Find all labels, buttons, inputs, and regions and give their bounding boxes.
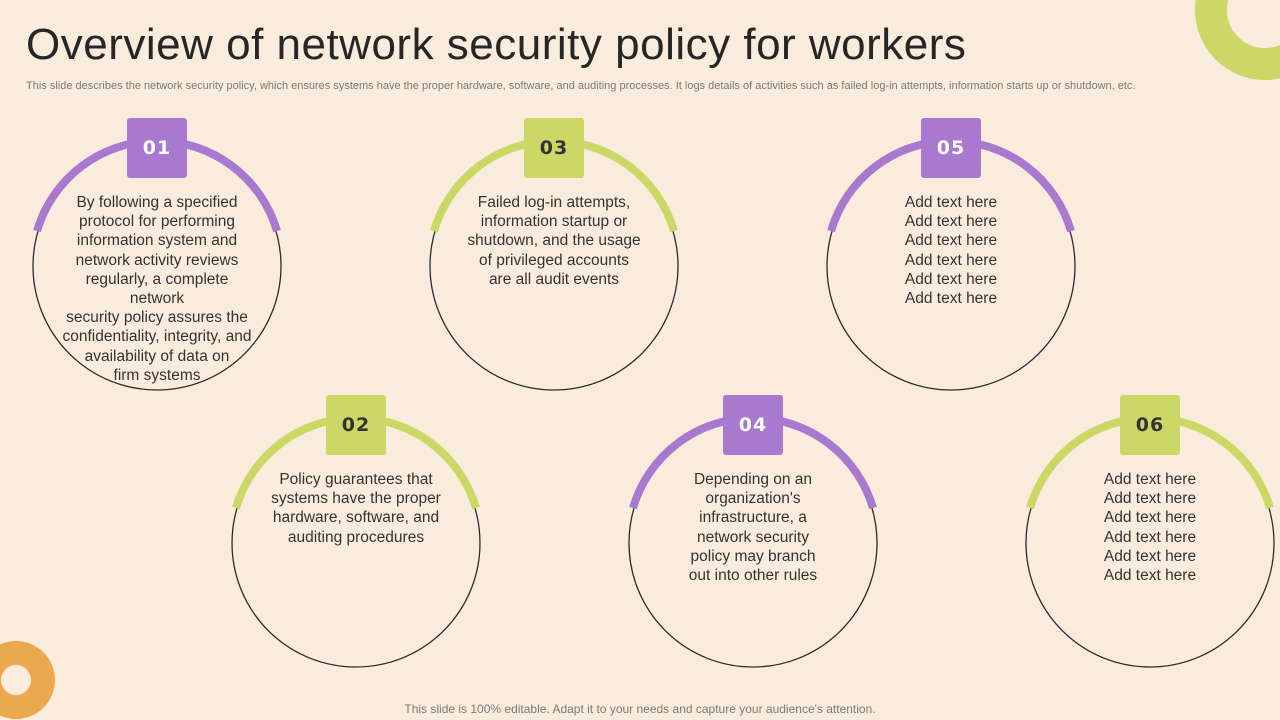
page-title: Overview of network security policy for … — [26, 20, 967, 69]
badge-03: 03 — [524, 118, 584, 178]
badge-01: 01 — [127, 118, 187, 178]
card-02-text: Policy guarantees that systems have the … — [271, 471, 441, 546]
card-05: 05 Add text here Add text here Add text … — [821, 116, 1081, 396]
card-04-text: Depending on an organization's infrastru… — [688, 471, 818, 585]
badge-02: 02 — [326, 395, 386, 455]
card-03: 03 Failed log-in attempts, information s… — [424, 116, 684, 396]
badge-04: 04 — [723, 395, 783, 455]
card-06-text: Add text here Add text here Add text her… — [1103, 471, 1197, 585]
page-subtitle: This slide describes the network securit… — [26, 80, 1136, 92]
badge-06: 06 — [1120, 395, 1180, 455]
card-03-text: Failed log-in attempts, information star… — [467, 194, 641, 288]
card-01-text: By following a specified protocol for pe… — [62, 194, 252, 384]
card-02: 02 Policy guarantees that systems have t… — [226, 393, 486, 673]
badge-05: 05 — [921, 118, 981, 178]
card-06: 06 Add text here Add text here Add text … — [1020, 393, 1280, 673]
card-04: 04 Depending on an organization's infras… — [623, 393, 883, 673]
footer-note: This slide is 100% editable. Adapt it to… — [404, 702, 876, 716]
decorative-orange-ring — [0, 641, 55, 719]
card-05-text: Add text here Add text here Add text her… — [904, 194, 998, 308]
decorative-green-ring — [1195, 0, 1280, 80]
card-01: 01 By following a specified protocol for… — [27, 116, 287, 396]
